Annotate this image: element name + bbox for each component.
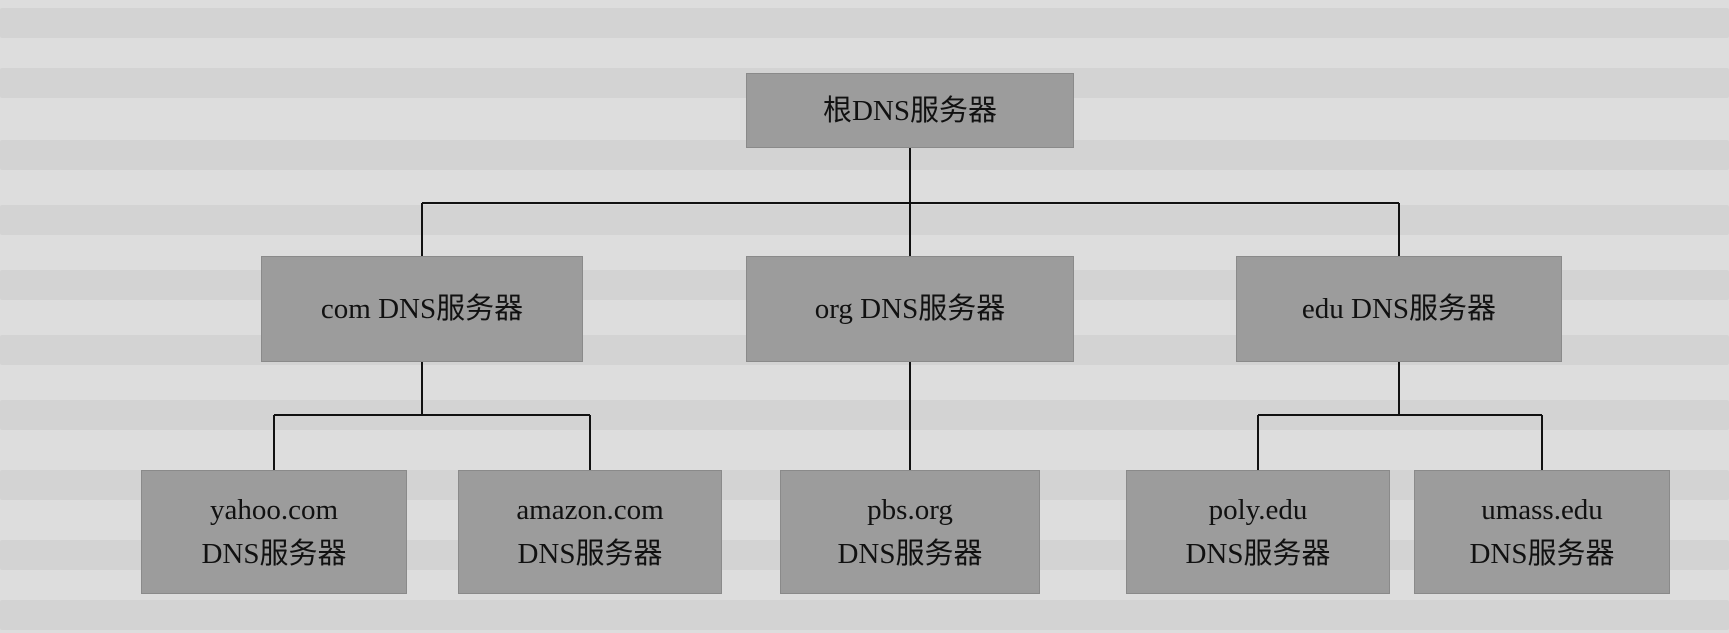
node-label-line1: poly.edu: [1208, 494, 1308, 526]
node-label-line1: pbs.org: [867, 494, 953, 526]
background-texture: [0, 8, 1729, 38]
node-label-line2: DNS服务器: [1185, 538, 1331, 570]
poly-dns-server-node: poly.edu DNS服务器: [1126, 470, 1390, 594]
node-label-line2: DNS服务器: [517, 538, 663, 570]
umass-dns-server-node: umass.edu DNS服务器: [1414, 470, 1670, 594]
node-label: 根DNS服务器: [822, 94, 997, 127]
root-dns-server-node: 根DNS服务器: [746, 73, 1074, 148]
edu-dns-server-node: edu DNS服务器: [1236, 256, 1562, 362]
com-dns-server-node: com DNS服务器: [261, 256, 583, 362]
background-texture: [0, 600, 1729, 630]
amazon-dns-server-node: amazon.com DNS服务器: [458, 470, 722, 594]
yahoo-dns-server-node: yahoo.com DNS服务器: [141, 470, 407, 594]
node-label: edu DNS服务器: [1301, 293, 1497, 325]
background-texture: [0, 205, 1729, 235]
node-label-line2: DNS服务器: [1469, 538, 1615, 570]
node-label-line2: DNS服务器: [201, 538, 347, 570]
node-label-line1: amazon.com: [516, 494, 664, 526]
node-label-line2: DNS服务器: [837, 538, 983, 570]
pbs-dns-server-node: pbs.org DNS服务器: [780, 470, 1040, 594]
org-dns-server-node: org DNS服务器: [746, 256, 1074, 362]
node-label-line1: yahoo.com: [209, 494, 339, 526]
node-label-line1: umass.edu: [1481, 494, 1603, 526]
node-label: com DNS服务器: [320, 293, 524, 325]
node-label: org DNS服务器: [814, 293, 1006, 325]
